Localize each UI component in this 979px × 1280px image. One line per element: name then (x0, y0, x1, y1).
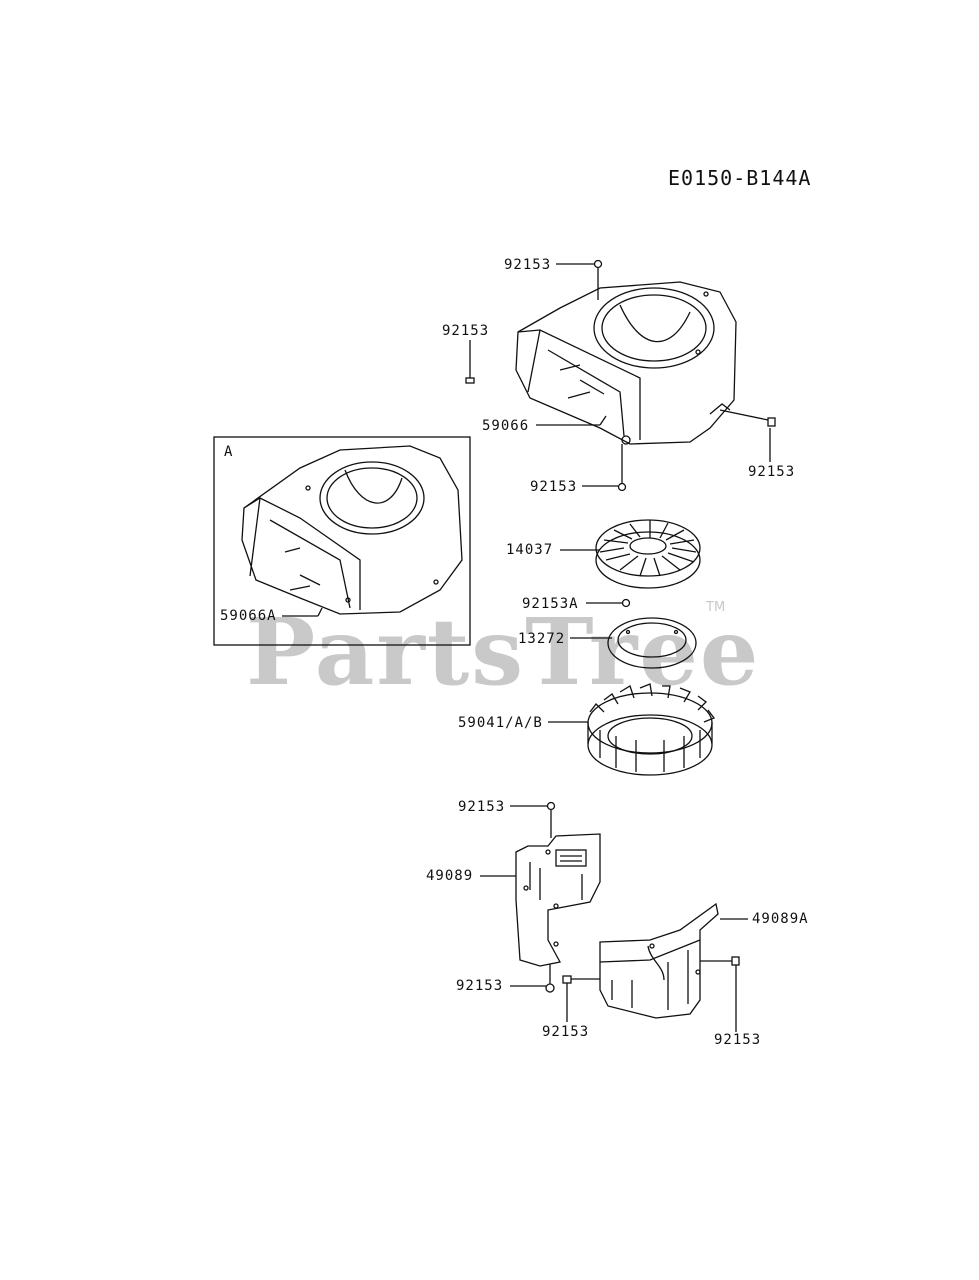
part-ref-49089A[interactable]: 49089A (752, 911, 809, 927)
leader-lines (282, 263, 771, 1032)
fan-drawing (587, 683, 716, 776)
part-ref-92153-under[interactable]: 92153 (530, 479, 578, 495)
diagram-code: E0150-B144A (668, 166, 812, 190)
part-ref-14037[interactable]: 14037 (506, 542, 554, 558)
blower-housing-drawing (515, 281, 737, 445)
plate-drawing (607, 617, 697, 669)
part-ref-13272[interactable]: 13272 (518, 631, 566, 647)
part-ref-49089[interactable]: 49089 (426, 868, 474, 884)
part-ref-92153-top[interactable]: 92153 (504, 257, 552, 273)
blower-housing-alt-drawing (241, 445, 463, 615)
cylinder-shield-drawing (515, 833, 601, 967)
part-ref-92153A[interactable]: 92153A (522, 596, 579, 612)
inset-frame (213, 436, 471, 646)
part-ref-92153-shield-top[interactable]: 92153 (458, 799, 506, 815)
part-ref-92153-right[interactable]: 92153 (748, 464, 796, 480)
part-ref-92153-bottom-right[interactable]: 92153 (714, 1032, 762, 1048)
rotating-screen-drawing (595, 519, 701, 589)
trademark-mark: TM (706, 600, 726, 615)
part-ref-92153-bottom-center[interactable]: 92153 (542, 1024, 590, 1040)
part-ref-59066A[interactable]: 59066A (220, 608, 277, 624)
part-ref-92153-shield-bottom[interactable]: 92153 (456, 978, 504, 994)
cylinder-shield-alt-drawing (599, 902, 719, 1019)
part-ref-59041[interactable]: 59041/A/B (458, 715, 543, 731)
part-ref-59066[interactable]: 59066 (482, 418, 530, 434)
part-ref-92153-left[interactable]: 92153 (442, 323, 490, 339)
inset-label: A (224, 444, 234, 460)
